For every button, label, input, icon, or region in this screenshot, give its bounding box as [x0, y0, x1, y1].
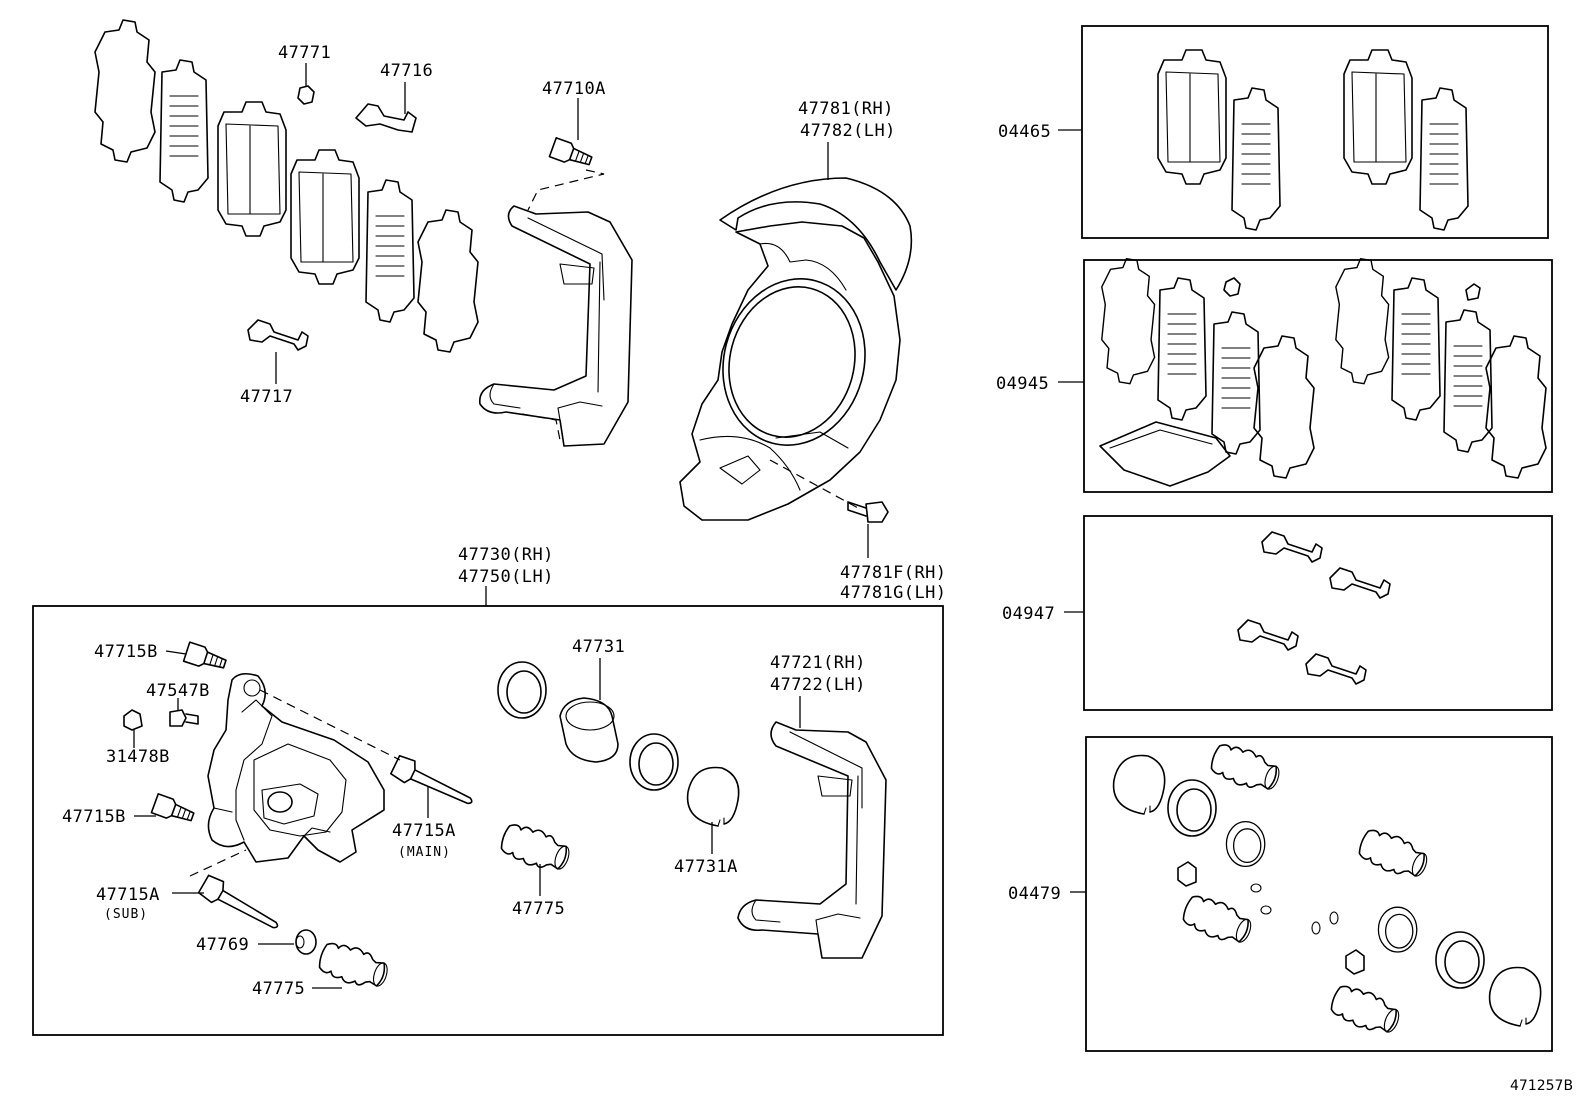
label-47715B-lower: 47715B	[62, 807, 126, 827]
cylinder-mounting-bracket	[737, 721, 887, 959]
bleeder-plug	[169, 709, 199, 727]
label-31478B: 31478B	[106, 747, 170, 767]
kit-box-04947	[1083, 515, 1553, 711]
caliper-mounting-bolt	[548, 137, 595, 172]
label-47715A-main: 47715A	[392, 821, 456, 841]
piston-seal	[629, 733, 679, 791]
label-main-note: (MAIN)	[398, 845, 451, 860]
label-47775-lower: 47775	[252, 979, 305, 999]
label-47750-lh: 47750(LH)	[458, 567, 554, 587]
kit-04479-seals	[1112, 738, 1542, 1041]
pad-support-clip	[297, 85, 315, 105]
label-47716: 47716	[380, 61, 433, 81]
label-47722-lh: 47722(LH)	[770, 675, 866, 695]
disc-brake-dust-cover	[679, 177, 913, 521]
anti-squeal-shim	[355, 103, 417, 133]
caliper-cylinder-body	[207, 672, 385, 863]
label-47782-lh: 47782(LH)	[800, 121, 896, 141]
label-47775-center: 47775	[512, 899, 565, 919]
part-labels: 47771 47716 47710A 47781(RH) 47782(LH) 4…	[62, 43, 1573, 1094]
label-sub-note: (SUB)	[104, 907, 148, 922]
caliper-mounting-bracket	[478, 205, 633, 447]
label-47721-rh: 47721(RH)	[770, 653, 866, 673]
label-47715A-sub: 47715A	[96, 885, 160, 905]
kit-box-04465	[1081, 25, 1549, 239]
label-47781-rh: 47781(RH)	[798, 99, 894, 119]
label-47731: 47731	[572, 637, 625, 657]
cylinder-piston	[559, 697, 619, 763]
caliper-bolt-upper	[182, 641, 229, 675]
slide-pin-sub	[196, 872, 285, 938]
label-47715B-upper: 47715B	[94, 642, 158, 662]
kit-04945-shims	[1099, 258, 1547, 487]
label-kit-04945: 04945	[996, 374, 1049, 394]
caliper-assembly-box	[32, 605, 944, 1036]
label-47769: 47769	[196, 935, 249, 955]
label-47781F-rh: 47781F(RH)	[840, 563, 946, 583]
kit-04947-clips	[1237, 531, 1391, 685]
label-47547B: 47547B	[146, 681, 210, 701]
kit-box-04479	[1085, 736, 1553, 1052]
kit-04465-pads	[1157, 49, 1469, 231]
bleeder-cap	[123, 709, 143, 731]
label-47730-rh: 47730(RH)	[458, 545, 554, 565]
slide-pin-boot-center	[496, 818, 575, 878]
grease-packet	[1099, 421, 1231, 487]
label-47771: 47771	[278, 43, 331, 63]
label-47710A: 47710A	[542, 79, 606, 99]
label-kit-04465: 04465	[998, 122, 1051, 142]
figure-code: 471257B	[1510, 1078, 1573, 1094]
slide-bushing	[295, 929, 317, 955]
kit-box-04945	[1083, 259, 1553, 493]
slide-pin-main	[389, 753, 478, 814]
dust-cover-screw	[847, 501, 889, 523]
pad-wear-indicator-clip	[247, 319, 309, 351]
caliper-bolt-lower	[150, 793, 197, 828]
label-kit-04479: 04479	[1008, 884, 1061, 904]
slide-pin-boot-lower	[315, 937, 393, 995]
cylinder-boot-ring	[497, 661, 547, 719]
cylinder-set-ring	[686, 766, 740, 827]
label-47717: 47717	[240, 387, 293, 407]
label-kit-04947: 04947	[1002, 604, 1055, 624]
label-47781G-lh: 47781G(LH)	[840, 583, 946, 603]
label-47731A: 47731A	[674, 857, 738, 877]
